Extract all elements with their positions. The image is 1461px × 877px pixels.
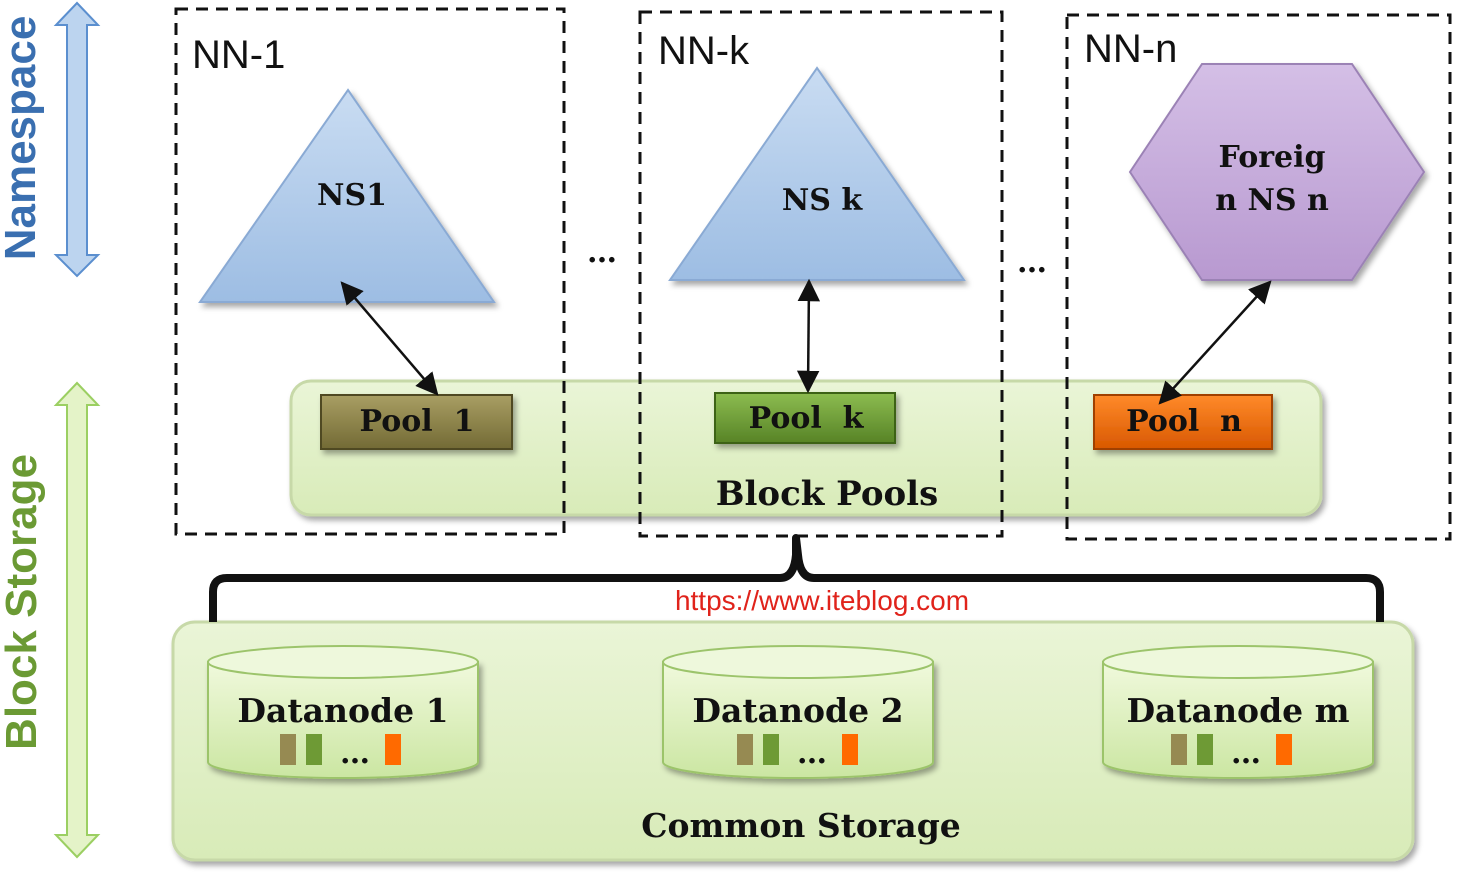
nn-1-box xyxy=(174,7,566,536)
block-pools-label: Block Pools xyxy=(716,474,939,514)
datanode-1-dots: … xyxy=(340,736,370,771)
nn-1-title: NN-1 xyxy=(192,33,285,77)
pool-k-block xyxy=(714,392,896,444)
datanode-m-label: Datanode m xyxy=(1126,691,1349,730)
datanode-2-label: Datanode 2 xyxy=(692,691,903,730)
nsn-label-line2: n NS n xyxy=(1215,183,1329,218)
ellipsis-k-n: … xyxy=(1017,245,1047,280)
datanode-2: Datanode 2 … xyxy=(662,645,934,779)
storage-brace xyxy=(209,534,1384,622)
datanode-1-block-poolk xyxy=(306,734,322,765)
ns1-label: NS1 xyxy=(317,178,387,213)
nsk-label: NS k xyxy=(782,183,864,218)
namespace-axis: Namespace xyxy=(0,1,101,278)
pool-n-label: Pool n xyxy=(1126,404,1242,439)
namespace-double-arrow xyxy=(53,1,101,278)
nsn-label-line1: Foreig xyxy=(1219,140,1326,175)
datanode-2-dots: … xyxy=(797,736,827,771)
ellipsis-1-k: … xyxy=(587,235,617,270)
block-storage-label: Block Storage xyxy=(0,454,46,750)
namespace-label: Namespace xyxy=(0,16,45,261)
datanode-m-block-poolk xyxy=(1197,734,1213,765)
datanode-2-block-pool1 xyxy=(737,734,753,765)
block-storage-axis: Block Storage xyxy=(0,381,101,859)
datanode-2-block-pooln xyxy=(842,734,858,765)
datanode-m-dots: … xyxy=(1231,736,1261,771)
pool-1-block xyxy=(320,394,513,450)
datanode-1-label: Datanode 1 xyxy=(237,691,448,730)
nn-n-title: NN-n xyxy=(1084,27,1177,71)
datanode-1-block-pool1 xyxy=(280,734,296,765)
datanode-m-block-pooln xyxy=(1276,734,1292,765)
common-storage-label: Common Storage xyxy=(641,806,961,845)
nn-k-title: NN-k xyxy=(658,29,750,73)
datanode-m: Datanode m … xyxy=(1102,645,1374,779)
nsk-triangle xyxy=(668,66,966,281)
arrow-nsk-poolk xyxy=(796,278,821,394)
nsn-hexagon xyxy=(1128,63,1426,281)
datanode-1: Datanode 1 … xyxy=(207,645,479,779)
block-storage-double-arrow xyxy=(53,381,101,859)
arrow-nsn-pooln xyxy=(1158,280,1272,405)
datanode-1-block-pooln xyxy=(385,734,401,765)
pool-k-label: Pool k xyxy=(749,401,865,436)
datanode-m-block-pool1 xyxy=(1171,734,1187,765)
arrow-ns1-pool1 xyxy=(340,281,439,396)
nn-k-box xyxy=(638,10,1004,538)
datanode-2-block-poolk xyxy=(763,734,779,765)
pool-1-label: Pool 1 xyxy=(360,404,475,439)
nn-n-box xyxy=(1065,13,1452,541)
watermark-url: https://www.iteblog.com xyxy=(675,585,969,616)
